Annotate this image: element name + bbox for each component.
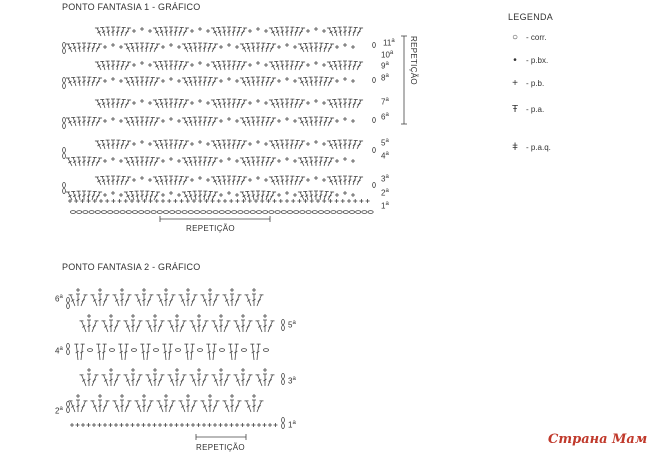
legend-label-pa: - p.a. xyxy=(526,105,545,114)
chain-icon: ○ xyxy=(511,32,519,43)
chart1-row-label-10: 10a xyxy=(381,50,394,60)
chart1-repeat-horizontal: REPETIÇÃO xyxy=(186,224,235,233)
chart1-row-label-2: 2a xyxy=(381,188,389,198)
chart2-repeat-horizontal: REPETIÇÃO xyxy=(196,443,245,452)
chart1-row-label-4: 4a xyxy=(381,151,389,161)
chart1-title: PONTO FANTASIA 1 - GRÁFICO xyxy=(62,2,201,12)
legend-title: LEGENDA xyxy=(508,12,554,22)
chart1-row-label-11: 11a xyxy=(383,38,395,48)
single-crochet-icon: + xyxy=(512,78,518,89)
double-crochet-cluster-icon: ǂ xyxy=(512,142,518,153)
chart1-row-label-8: 8a xyxy=(381,73,389,83)
chart2-row-label-1: 1a xyxy=(288,420,296,430)
chart1-row-label-9: 9a xyxy=(381,61,389,71)
legend-item-paq: ǂ - p.a.q. xyxy=(508,142,551,153)
double-crochet-icon: Ŧ xyxy=(511,104,519,115)
chart2-stitch-grid xyxy=(66,288,285,429)
slip-stitch-icon: • xyxy=(513,55,517,66)
legend-item-corr: ○ - corr. xyxy=(508,32,546,43)
chart1-row-label-6: 6a xyxy=(381,112,389,122)
repeat-brackets xyxy=(159,35,407,440)
chart2-row-label-6: 6a xyxy=(55,294,63,304)
legend-item-pbx: • - p.bx. xyxy=(508,55,548,66)
legend-item-pa: Ŧ - p.a. xyxy=(508,104,544,115)
chart1-row-label-7: 7a xyxy=(381,97,389,107)
chart1-row-label-5: 5a xyxy=(381,138,389,148)
legend-label-pbx: - p.bx. xyxy=(526,56,549,65)
chart2-title: PONTO FANTASIA 2 - GRÁFICO xyxy=(62,262,201,272)
chart1-row-label-3: 3a xyxy=(381,174,389,184)
chart2-row-label-4: 4a xyxy=(55,346,63,356)
chart1-row-label-1: 1a xyxy=(381,201,389,211)
legend-label-corr: - corr. xyxy=(526,33,547,42)
chart2-row-label-5: 5a xyxy=(288,320,296,330)
legend-label-pb: - p.b. xyxy=(526,79,545,88)
site-watermark: Страна Мам xyxy=(548,432,648,447)
chart2-row-label-2: 2a xyxy=(55,406,63,416)
chart2-row-label-3: 3a xyxy=(288,376,296,386)
legend-item-pb: + - p.b. xyxy=(508,78,544,89)
legend-label-paq: - p.a.q. xyxy=(526,143,551,152)
chart1-stitch-grid xyxy=(62,26,376,214)
